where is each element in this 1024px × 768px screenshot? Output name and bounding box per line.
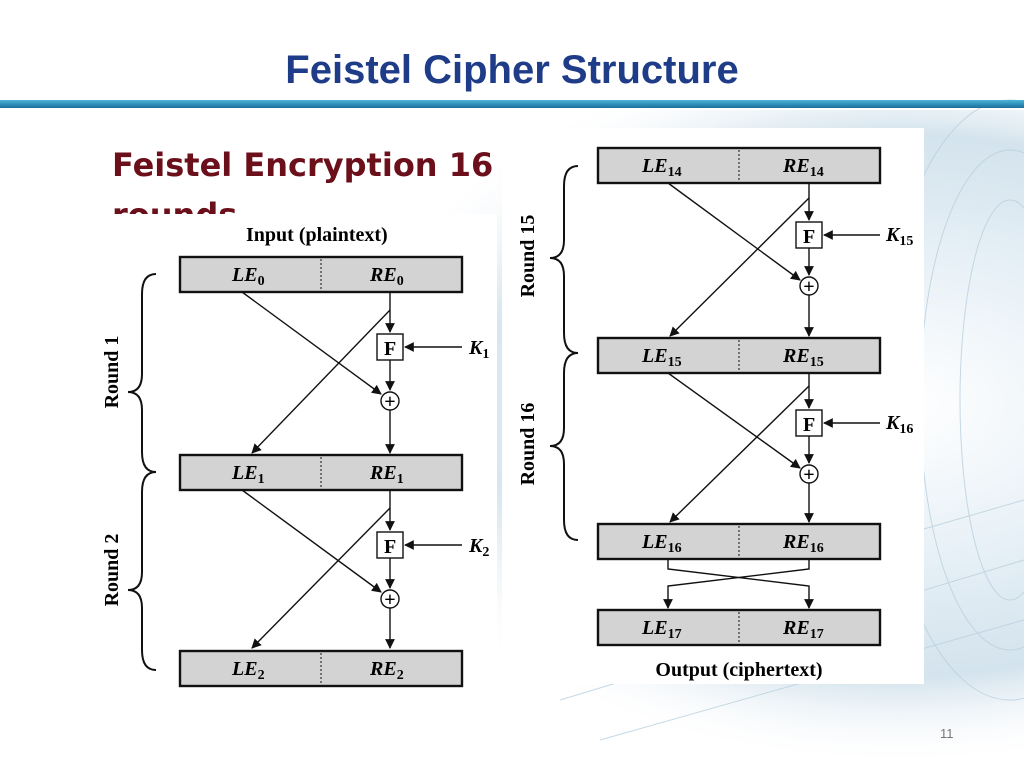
block-re0-label: RE0 xyxy=(369,264,404,289)
subtitle-line-1: Feistel Encryption 16 xyxy=(112,146,494,184)
round-1-label: Round 1 xyxy=(101,336,123,409)
round-2: F K2 + Round 2 xyxy=(101,471,489,671)
feistel-rounds-1-2-diagram: Input (plaintext) LE0 RE0 F K1 + Round 1 xyxy=(101,224,489,688)
round-1-f-label: F xyxy=(384,338,396,360)
round-15-xor-symbol: + xyxy=(803,276,814,298)
block-le1-label: LE1 xyxy=(231,462,265,487)
output-ciphertext-label: Output (ciphertext) xyxy=(655,659,822,681)
round-2-xor-symbol: + xyxy=(384,589,395,611)
block-le1-re1: LE1 RE1 xyxy=(178,453,464,492)
block-re14-label: RE14 xyxy=(782,155,824,180)
block-le16-re16: LE16 RE16 xyxy=(596,522,882,561)
round-16-label: Round 16 xyxy=(517,403,539,486)
round-2-brace xyxy=(127,471,157,671)
round-16: F K16 + Round 16 xyxy=(517,352,913,541)
round-15-f-box xyxy=(795,221,823,249)
round-16-f-box xyxy=(795,409,823,437)
block-le17-label: LE17 xyxy=(641,617,682,642)
block-le17-re17: LE17 RE17 xyxy=(596,608,882,647)
round-15-brace xyxy=(549,165,579,354)
page-number: 11 xyxy=(940,726,954,741)
feistel-rounds-1-2-panel: Input (plaintext) LE0 RE0 F K1 + Round 1 xyxy=(92,214,497,698)
block-le14-re14: LE14 RE14 xyxy=(596,146,882,185)
block-re1-label: RE1 xyxy=(369,462,404,487)
round-1: F K1 + Round 1 xyxy=(101,273,489,473)
input-plaintext-label: Input (plaintext) xyxy=(246,224,388,246)
round-1-f-box xyxy=(376,333,404,361)
slide-title: Feistel Cipher Structure xyxy=(285,48,739,92)
block-le15-re15: LE15 RE15 xyxy=(596,336,882,375)
round-16-brace xyxy=(549,352,579,541)
round-15-f-label: F xyxy=(803,226,815,248)
round-15-label: Round 15 xyxy=(517,215,539,298)
round-1-key-label: K1 xyxy=(468,337,489,362)
round-2-key-label: K2 xyxy=(468,535,489,560)
round-15-key-label: K15 xyxy=(885,224,913,249)
block-le2-label: LE2 xyxy=(231,658,265,683)
block-le16-label: LE16 xyxy=(641,531,682,556)
feistel-rounds-15-16-panel: LE14 RE14 F K15 + Round 15 LE15 RE15 xyxy=(502,128,924,684)
round-16-key-label: K16 xyxy=(885,412,913,437)
block-re17-label: RE17 xyxy=(782,617,824,642)
round-2-f-box xyxy=(376,531,404,559)
round-2-label: Round 2 xyxy=(101,534,123,607)
block-le2-re2: LE2 RE2 xyxy=(178,649,464,688)
block-le0-label: LE0 xyxy=(231,264,265,289)
feistel-rounds-15-16-diagram: LE14 RE14 F K15 + Round 15 LE15 RE15 xyxy=(517,146,913,681)
round-16-f-label: F xyxy=(803,414,815,436)
block-re15-label: RE15 xyxy=(782,345,824,370)
block-re16-label: RE16 xyxy=(782,531,824,556)
round-1-xor-symbol: + xyxy=(384,391,395,413)
round-16-xor-symbol: + xyxy=(803,464,814,486)
block-re2-label: RE2 xyxy=(369,658,404,683)
block-le14-label: LE14 xyxy=(641,155,682,180)
round-1-brace xyxy=(127,273,157,473)
round-15: F K15 + Round 15 xyxy=(517,165,913,354)
round-2-f-label: F xyxy=(384,536,396,558)
block-le0-re0: LE0 RE0 xyxy=(178,255,464,294)
final-swap xyxy=(663,559,814,609)
block-le15-label: LE15 xyxy=(641,345,682,370)
title-rule xyxy=(0,100,1024,108)
